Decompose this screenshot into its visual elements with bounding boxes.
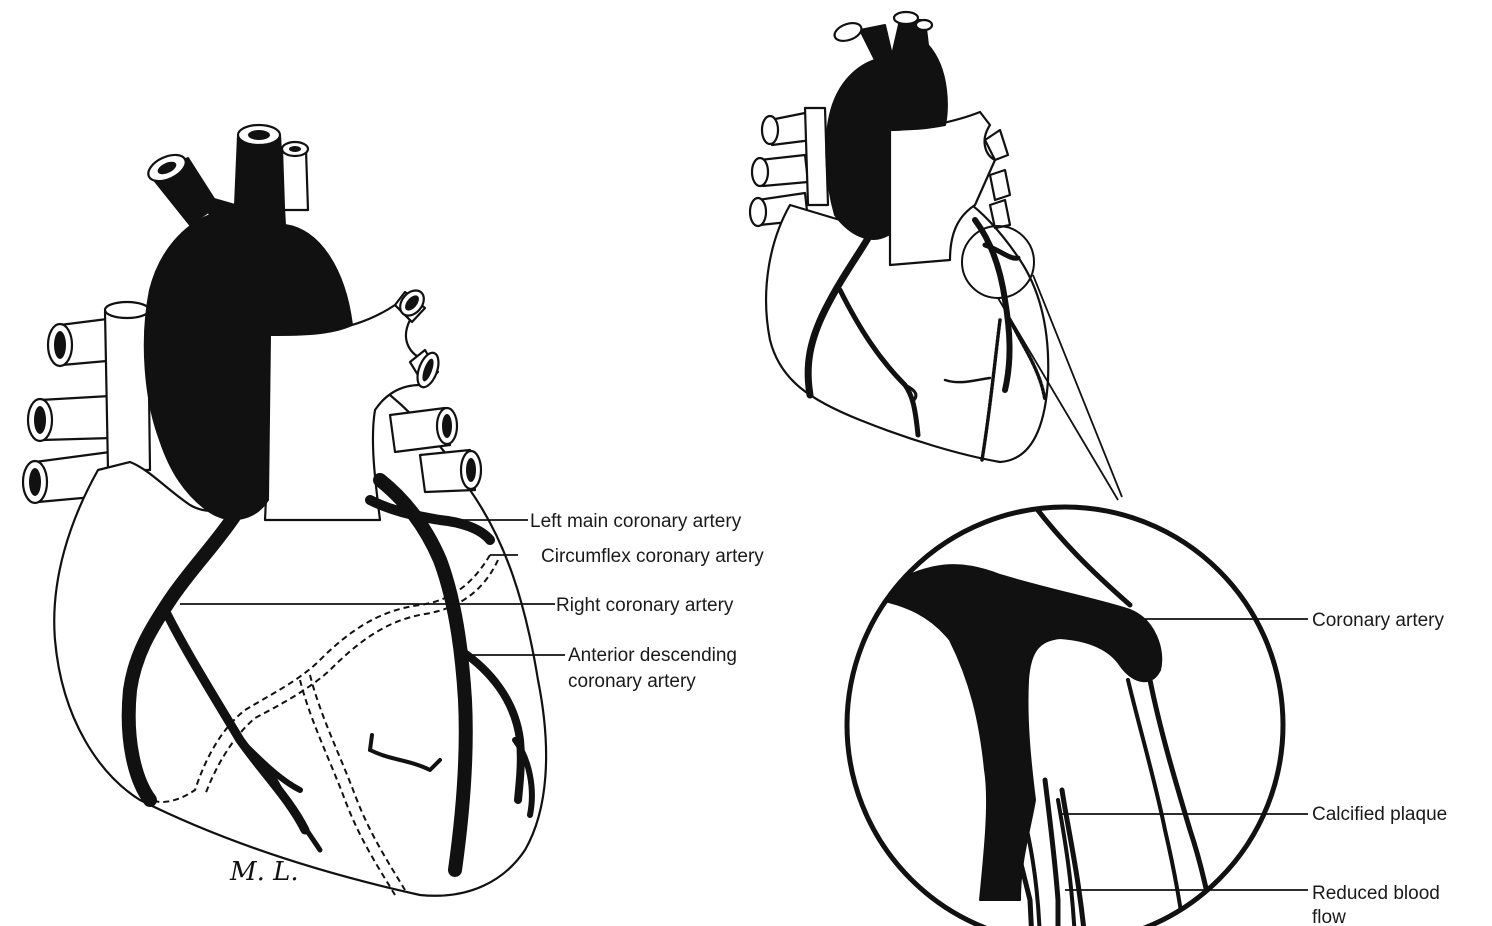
label-anterior-descending-line1: Anterior descending (568, 645, 737, 666)
label-calcified-plaque: Calcified plaque (1312, 804, 1447, 825)
label-coronary-artery: Coronary artery (1312, 610, 1444, 631)
label-left-main-coronary: Left main coronary artery (530, 511, 742, 532)
artist-signature: M. L. (229, 857, 299, 887)
small-heart (750, 12, 1048, 462)
label-anterior-descending-line2: coronary artery (568, 671, 696, 692)
magnified-view (847, 500, 1283, 926)
superior-vena-cava (105, 312, 150, 470)
label-right-coronary: Right coronary artery (556, 595, 734, 616)
large-heart: M. L. (23, 125, 546, 896)
label-circumflex: Circumflex coronary artery (541, 546, 764, 567)
label-reduced-blood-flow-line1: Reduced blood (1312, 883, 1440, 904)
label-reduced-blood-flow-line2: flow (1312, 907, 1346, 926)
